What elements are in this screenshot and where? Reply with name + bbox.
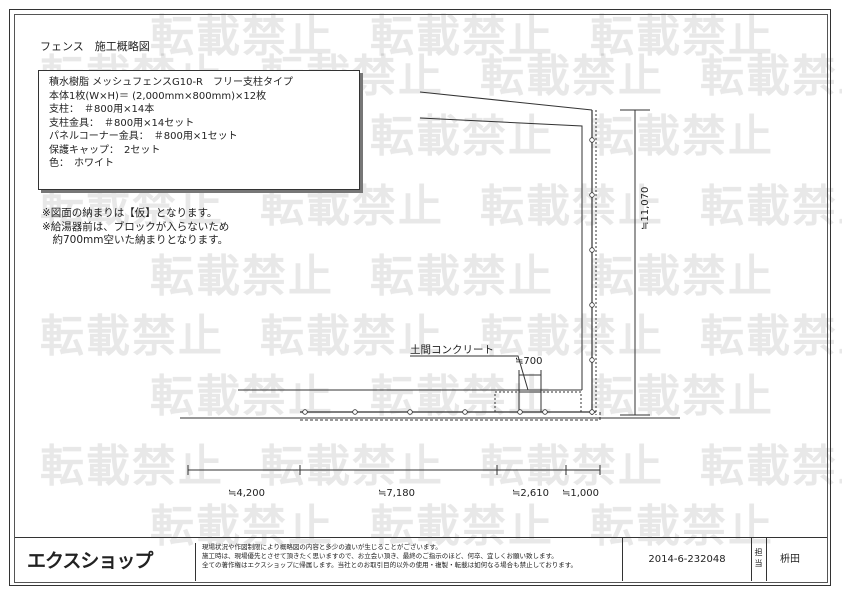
spec-line: 積水樹脂 メッシュフェンスG10-R フリー支柱タイプ: [49, 77, 294, 88]
concrete-label: 土間コンクリート: [410, 344, 494, 356]
building-line-outer: [419, 91, 593, 111]
title-block: エクスショップ 現場状況や作図制限により概略図の内容と多少の違いが生じることがご…: [15, 537, 827, 581]
spec-line: 支柱金具： ＃800用×14セット: [49, 117, 195, 129]
outer-frame: [9, 9, 831, 586]
spec-line: 保護キャップ： 2セット: [49, 144, 161, 156]
disclaimer-line: 施工時は、現場優先とさせて頂きたく思いますので、お立会い頂き、最終のご指示のほど…: [202, 552, 558, 560]
vertical-dimension: ≒11,070: [640, 186, 651, 230]
heater-gap: [518, 391, 542, 413]
company-logo: エクスショップ: [27, 550, 153, 572]
dimension-label: ≒4,200: [228, 488, 266, 499]
concrete-area: [494, 391, 582, 413]
note-line: ※図面の納まりは【仮】となります。: [42, 207, 218, 219]
dimension-label: ≒1,000: [562, 488, 600, 499]
spec-box: 積水樹脂 メッシュフェンスG10-R フリー支柱タイプ 本体1枚(W×H)＝ (…: [38, 70, 360, 190]
disclaimer-line: 全ての著作権はエクスショップに帰属します。当社とのお取引目的以外の使用・複製・転…: [202, 561, 578, 569]
notes: ※図面の納まりは【仮】となります。 ※給湯器前は、ブロックが入らないため 約70…: [42, 207, 229, 248]
fence-base: [300, 410, 601, 421]
dimension-label: ≒7,180: [378, 488, 416, 499]
building-line-inner: [419, 117, 583, 390]
spec-line: 色： ホワイト: [49, 158, 114, 169]
drawing-title: フェンス 施工概略図: [40, 40, 150, 53]
staff-label: 担当: [751, 538, 767, 581]
dim-vertical: [620, 109, 650, 416]
dimension-label: ≒2,610: [512, 488, 550, 499]
spec-line: 本体1枚(W×H)＝ (2,000mm×800mm)×12枚: [49, 90, 267, 102]
spec-line: 支柱： ＃800用×14本: [49, 104, 155, 115]
note-line: 約700mm空いた納まりとなります。: [42, 234, 229, 246]
leader-concrete: [410, 355, 529, 391]
inner-frame: [14, 14, 828, 583]
disclaimer: 現場状況や作図制限により概略図の内容と多少の違いが生じることがございます。 施工…: [195, 543, 577, 581]
disclaimer-line: 現場状況や作図制限により概略図の内容と多少の違いが生じることがございます。: [202, 543, 442, 551]
gap-dimension: ≒700: [515, 356, 543, 367]
note-line: ※給湯器前は、ブロックが入らないため: [42, 220, 230, 233]
staff-name: 枡田: [780, 554, 800, 565]
spec-line: パネルコーナー金具： ＃800用×1セット: [49, 131, 238, 142]
document-number: 2014-6-232048: [622, 538, 752, 581]
